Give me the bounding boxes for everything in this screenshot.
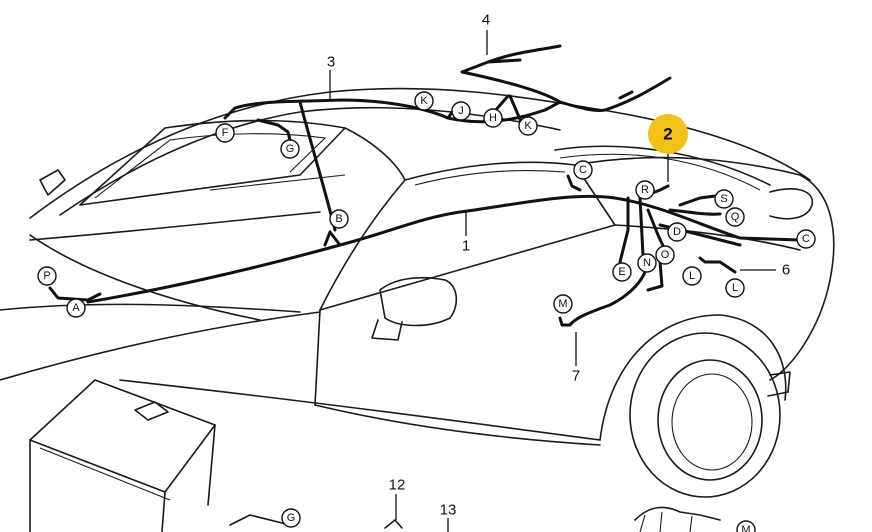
svg-text:R: R bbox=[641, 184, 649, 196]
connector-r: R bbox=[635, 180, 655, 200]
connector-c-upper: C bbox=[573, 160, 593, 180]
svg-text:B: B bbox=[335, 213, 342, 225]
connector-e: E bbox=[612, 262, 632, 282]
svg-text:O: O bbox=[661, 249, 670, 261]
svg-text:F: F bbox=[222, 127, 229, 139]
svg-text:N: N bbox=[643, 257, 651, 269]
svg-text:M: M bbox=[558, 298, 567, 310]
connector-g-upper: G bbox=[280, 139, 300, 159]
svg-text:A: A bbox=[72, 302, 80, 314]
svg-text:H: H bbox=[489, 112, 497, 124]
connector-c-right: C bbox=[796, 229, 816, 249]
svg-text:M: M bbox=[741, 524, 750, 532]
connector-k-left: K bbox=[414, 91, 434, 111]
svg-text:D: D bbox=[673, 226, 681, 238]
car-body-outline bbox=[0, 87, 835, 532]
connector-q: Q bbox=[725, 207, 745, 227]
svg-text:P: P bbox=[43, 270, 50, 282]
connector-g-lower: G bbox=[281, 508, 301, 528]
svg-text:K: K bbox=[420, 95, 428, 107]
svg-text:S: S bbox=[720, 193, 727, 205]
svg-text:G: G bbox=[286, 143, 295, 155]
connector-m-lower: M bbox=[736, 520, 756, 532]
connector-f: F bbox=[215, 123, 235, 143]
svg-text:C: C bbox=[579, 164, 587, 176]
connector-s: S bbox=[714, 189, 734, 209]
callout-4: 4 bbox=[482, 12, 490, 29]
callout-numbers: 4 3 1 6 7 12 13 bbox=[327, 12, 790, 519]
connector-p: P bbox=[37, 266, 57, 286]
connector-h: H bbox=[483, 108, 503, 128]
svg-text:J: J bbox=[458, 105, 464, 117]
highlight-marker bbox=[648, 114, 688, 154]
connector-b: B bbox=[329, 209, 349, 229]
svg-text:Q: Q bbox=[731, 211, 740, 223]
svg-text:L: L bbox=[732, 282, 738, 294]
svg-text:C: C bbox=[802, 233, 810, 245]
connector-o: O bbox=[655, 245, 675, 265]
connector-k-right: K bbox=[518, 116, 538, 136]
connector-m: M bbox=[553, 294, 573, 314]
svg-text:L: L bbox=[689, 270, 695, 282]
callout-13: 13 bbox=[440, 502, 457, 519]
callout-7: 7 bbox=[572, 368, 580, 385]
connector-a: A bbox=[66, 298, 86, 318]
svg-text:E: E bbox=[618, 266, 625, 278]
connector-d: D bbox=[667, 222, 687, 242]
callout-3: 3 bbox=[327, 54, 335, 71]
callout-12: 12 bbox=[389, 477, 406, 494]
connector-l-right: L bbox=[725, 278, 745, 298]
connector-n: N bbox=[637, 253, 657, 273]
svg-text:G: G bbox=[287, 512, 296, 524]
callout-1: 1 bbox=[462, 238, 470, 255]
svg-text:K: K bbox=[524, 120, 532, 132]
highlighted-callout-2[interactable]: 2 bbox=[648, 114, 688, 154]
callout-2: 2 bbox=[663, 125, 672, 144]
connector-l-left: L bbox=[682, 266, 702, 286]
connector-labels: A P F G B K J H K C R S Q D C E N O L L … bbox=[37, 91, 816, 532]
callout-6: 6 bbox=[782, 262, 790, 279]
callout-leaders bbox=[329, 30, 776, 532]
connector-j: J bbox=[451, 101, 471, 121]
